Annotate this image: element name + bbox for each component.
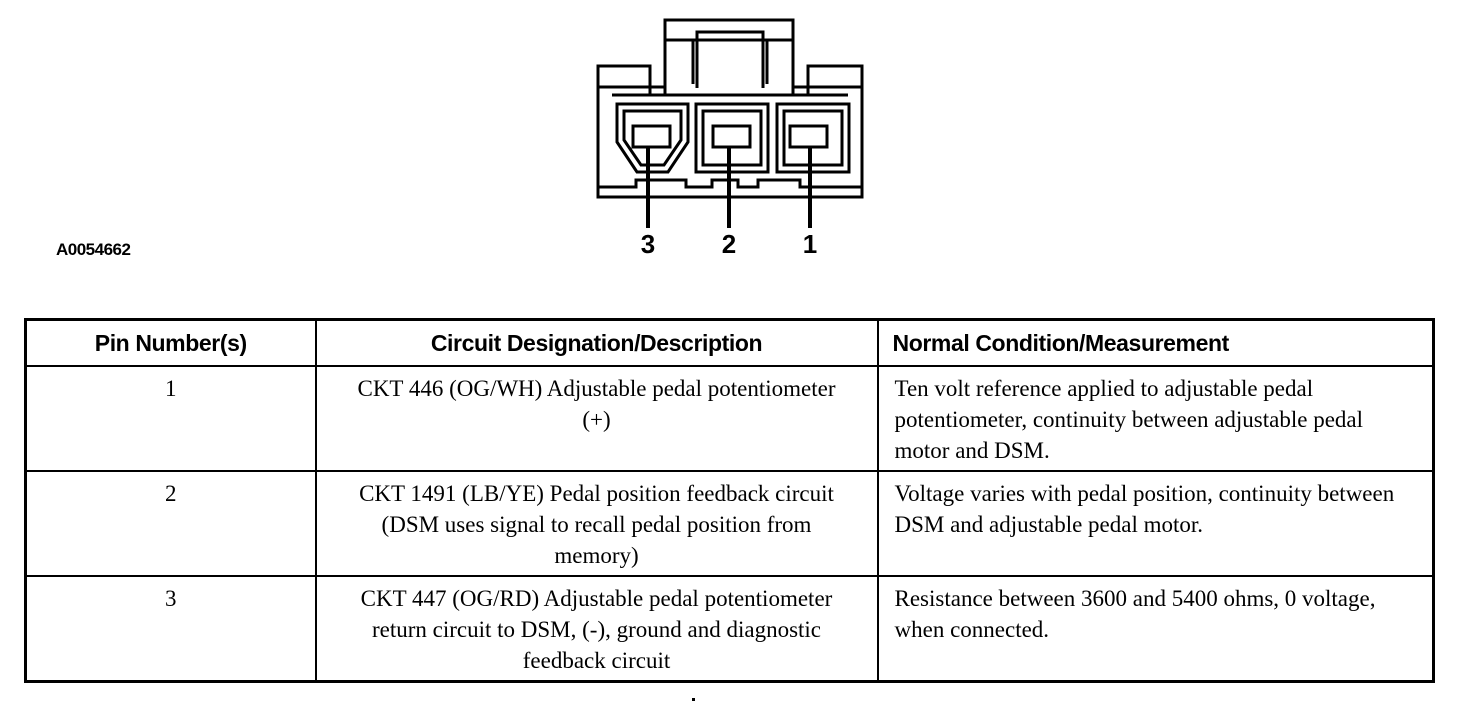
pin-number-cell: 3 [24,575,317,683]
cavity-2 [694,102,770,174]
pin-label-3: 3 [640,229,656,259]
circuit-cell: CKT 447 (OG/RD) Adjustable pedal potenti… [314,575,879,683]
stray-dot [692,698,695,701]
table-row: 1 CKT 446 (OG/WH) Adjustable pedal poten… [24,365,1435,472]
table-row: 3 CKT 447 (OG/RD) Adjustable pedal poten… [24,575,1435,683]
table-row: 2 CKT 1491 (LB/YE) Pedal position feedba… [24,470,1435,577]
figure-id: A0054662 [56,240,131,259]
connector-body [596,64,864,199]
cavity-3 [615,102,690,174]
header-pin-numbers: Pin Number(s) [24,318,317,367]
pin-label-1: 1 [802,229,818,259]
connector-latch [663,18,795,95]
condition-cell: Resistance between 3600 and 5400 ohms, 0… [876,575,1435,683]
table-header-row: Pin Number(s) Circuit Designation/Descri… [24,318,1435,367]
pin-table: Pin Number(s) Circuit Designation/Descri… [24,318,1435,683]
pin-label-2: 2 [721,229,737,259]
connector-diagram [596,18,864,228]
circuit-cell: CKT 446 (OG/WH) Adjustable pedal potenti… [314,365,879,472]
cavity-1 [775,102,851,174]
condition-cell: Ten volt reference applied to adjustable… [876,365,1435,472]
header-normal-condition: Normal Condition/Measurement [876,318,1435,367]
pin-number-cell: 2 [24,470,317,577]
pin-number-cell: 1 [24,365,317,472]
header-circuit-designation: Circuit Designation/Description [314,318,879,367]
circuit-cell: CKT 1491 (LB/YE) Pedal position feedback… [314,470,879,577]
condition-cell: Voltage varies with pedal position, cont… [876,470,1435,577]
